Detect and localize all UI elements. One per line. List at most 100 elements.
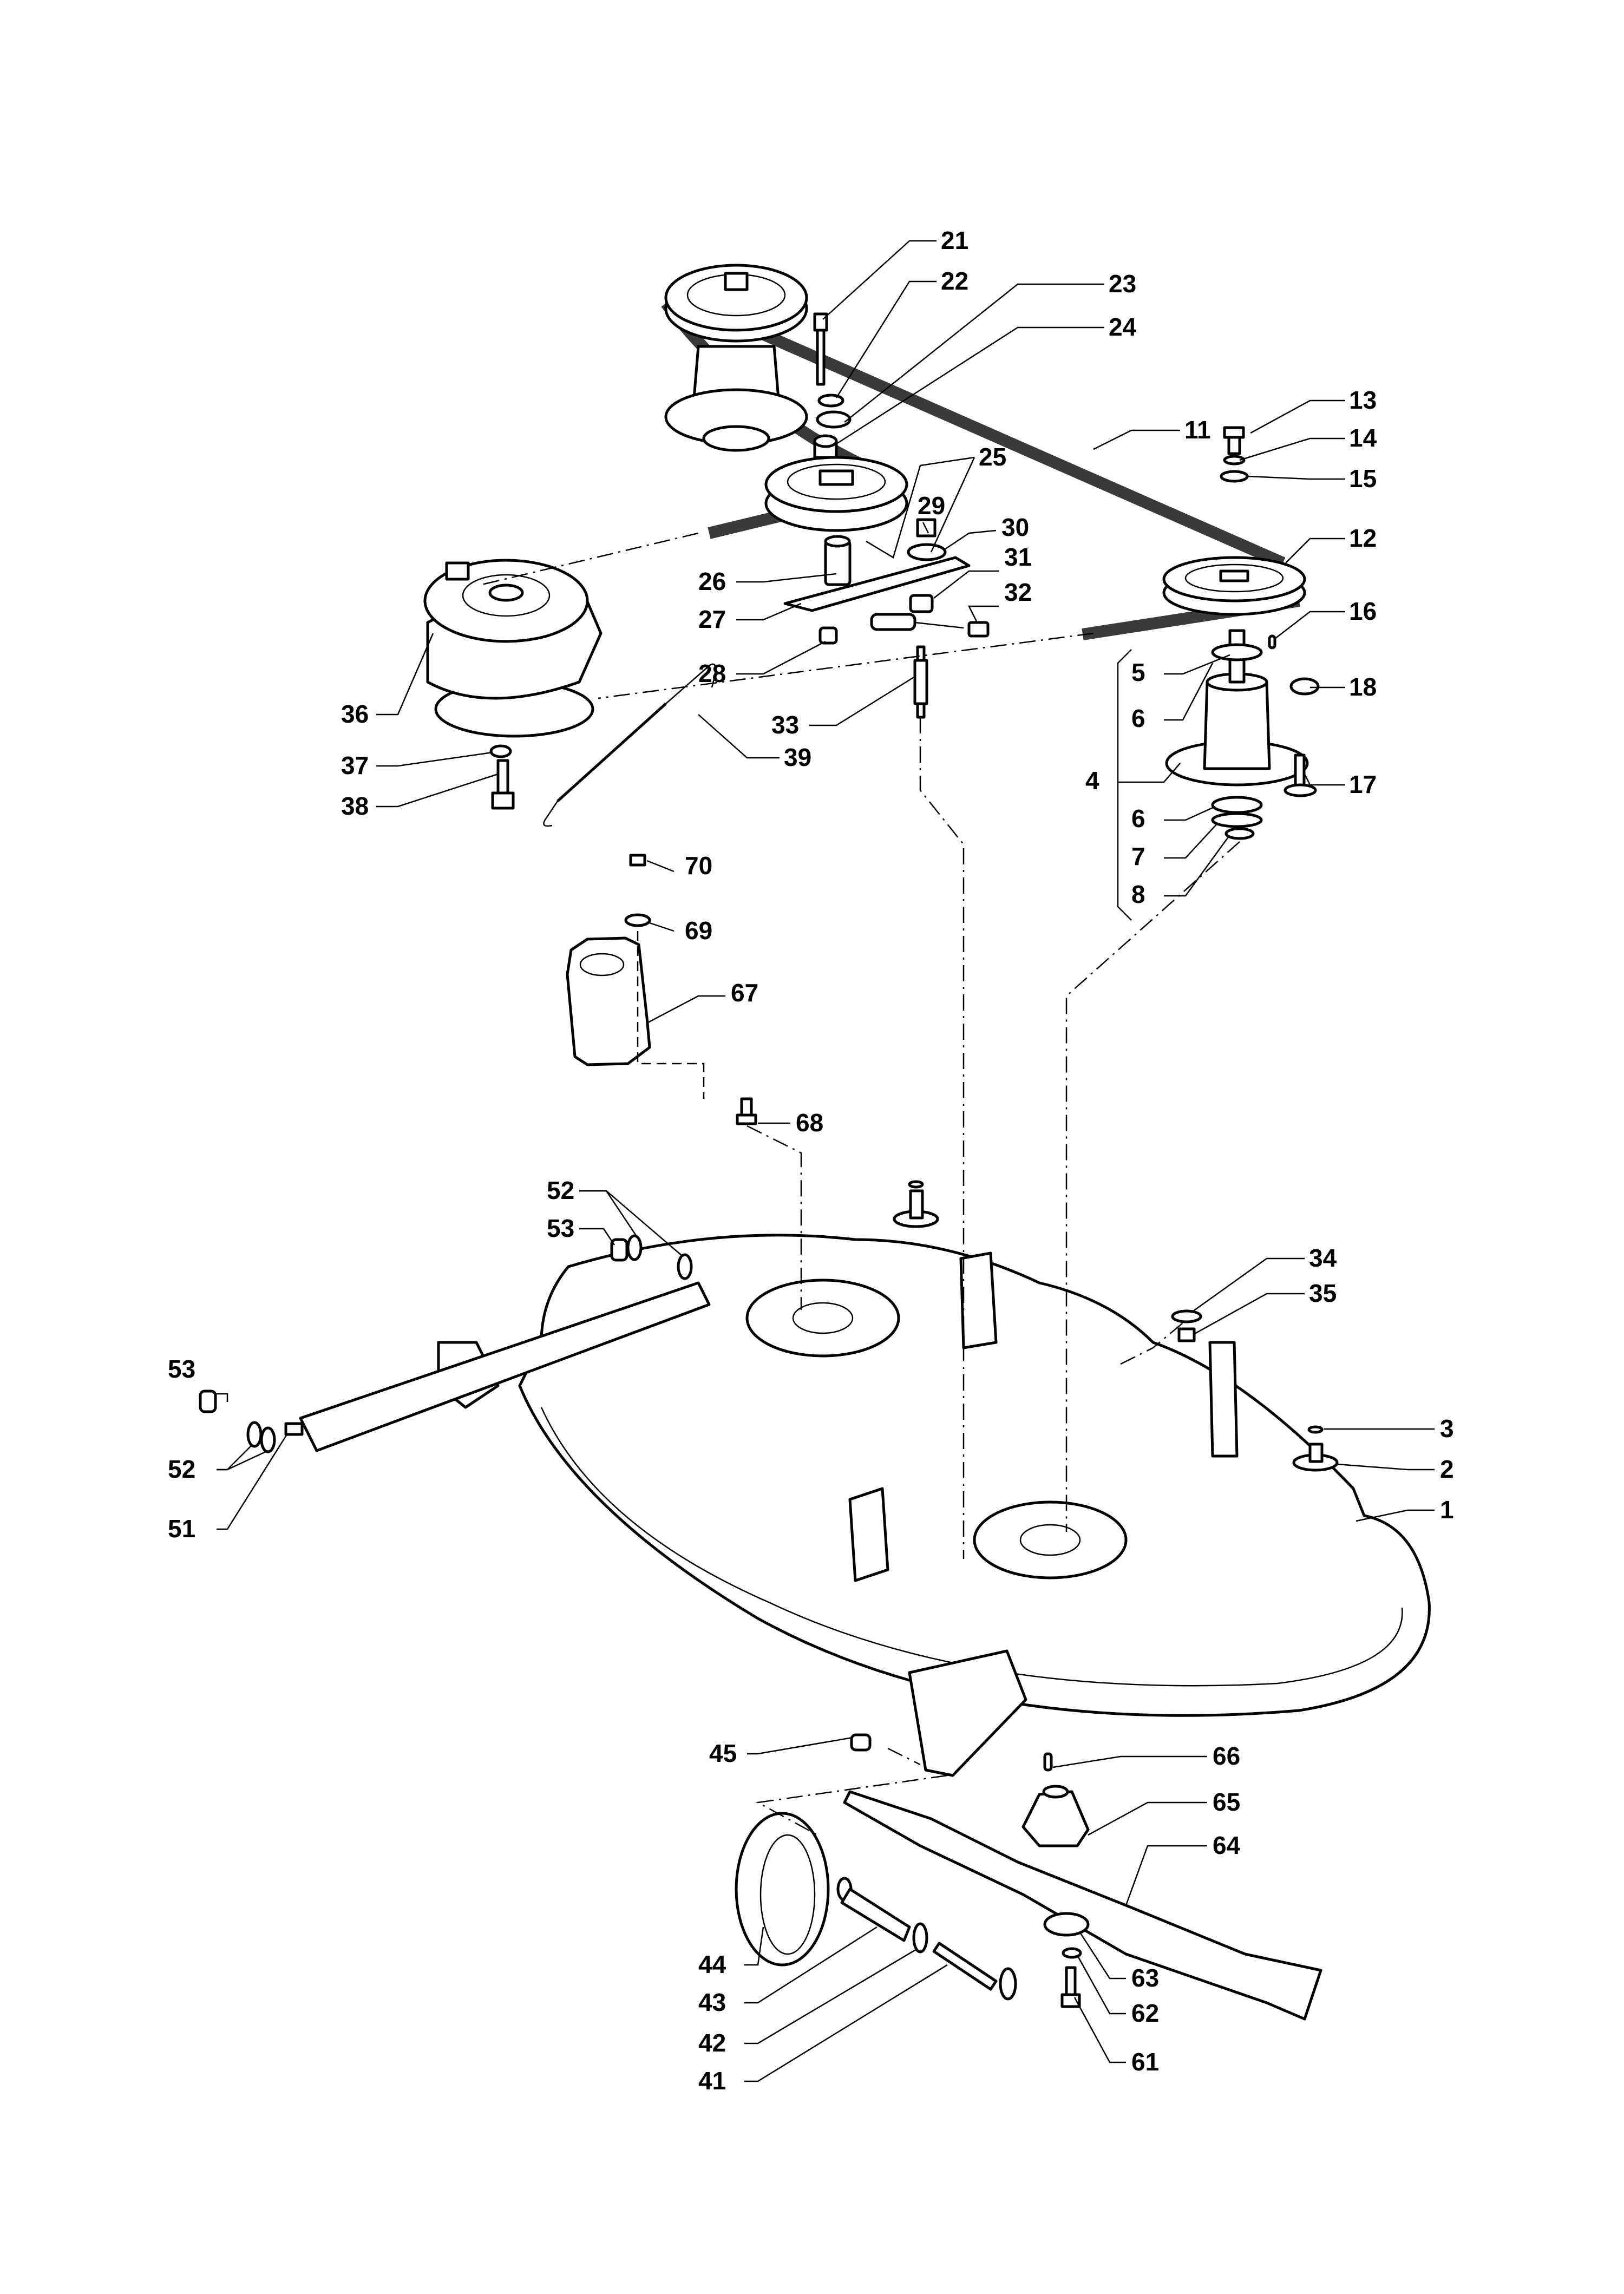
- washer-42: [912, 1922, 928, 1954]
- key-66: [1043, 1752, 1053, 1772]
- washer-7: [1211, 812, 1263, 828]
- leader-lines: [217, 240, 1435, 2082]
- callout-68: 68: [796, 1109, 823, 1137]
- callout-4: 4: [1085, 766, 1099, 795]
- callout-12: 12: [1349, 524, 1377, 552]
- bushing-28: [818, 626, 838, 645]
- bolt-17: [1284, 753, 1317, 797]
- bearing-6-upper: [1211, 643, 1263, 661]
- callout-45: 45: [709, 1739, 737, 1767]
- callout-36: 36: [341, 700, 369, 728]
- nut-53-upper: [610, 1238, 628, 1262]
- washer-69: [624, 913, 651, 927]
- nut-53-left: [199, 1389, 217, 1413]
- callout-21: 21: [941, 226, 968, 254]
- grease-fitting-2: [1292, 1443, 1339, 1472]
- blade-bolt-61: [1060, 1966, 1081, 2008]
- washer-52-upper-b: [677, 1253, 693, 1280]
- callout-8: 8: [1131, 880, 1145, 908]
- callout-14: 14: [1349, 424, 1377, 452]
- callout-44: 44: [698, 1950, 726, 1978]
- callout-28: 28: [698, 659, 726, 687]
- callout-23: 23: [1109, 270, 1136, 298]
- lock-washer-37: [489, 744, 512, 758]
- nut-18: [1289, 677, 1320, 696]
- cutting-deck-1: [437, 1234, 1431, 1717]
- callout-42: 42: [698, 2029, 726, 2057]
- bolt-38: [491, 759, 515, 810]
- stud-33: [913, 645, 928, 719]
- washer-15: [1220, 470, 1249, 483]
- callout-labels: 21 22 23 24 11 13 14 15 12 16 18 17 5 6 …: [168, 226, 1454, 2095]
- callout-66: 66: [1213, 1742, 1240, 1770]
- callout-5: 5: [1131, 658, 1145, 686]
- callout-67: 67: [731, 979, 758, 1007]
- callout-37: 37: [341, 751, 369, 779]
- callout-52-upper: 52: [547, 1176, 574, 1204]
- bracket-67-hole: [579, 953, 625, 976]
- callout-30: 30: [1001, 513, 1029, 541]
- bolt-13: [1223, 426, 1245, 455]
- callout-26: 26: [698, 567, 726, 595]
- callout-51: 51: [168, 1515, 195, 1543]
- callout-39: 39: [784, 743, 811, 771]
- spring-39: [543, 663, 716, 827]
- electric-clutch-36: [423, 559, 603, 738]
- lock-washer-62: [1062, 1947, 1082, 1959]
- callout-64: 64: [1213, 1831, 1241, 1859]
- spindle-housing-4: [1165, 672, 1309, 786]
- o-ring-3: [1307, 1425, 1324, 1434]
- callout-22: 22: [941, 267, 968, 295]
- nut-35: [1177, 1327, 1196, 1342]
- callout-53-upper: 53: [547, 1214, 574, 1242]
- washer-52-left-a: [246, 1421, 263, 1448]
- callout-1: 1: [1440, 1496, 1454, 1524]
- assembly-lines: [481, 532, 1240, 1836]
- callout-17: 17: [1349, 770, 1377, 798]
- callout-31: 31: [1004, 543, 1032, 571]
- axle-sleeve-43: [840, 1887, 911, 1942]
- callout-33: 33: [771, 711, 799, 739]
- callout-34: 34: [1309, 1244, 1337, 1272]
- bushing-31: [909, 594, 934, 613]
- callout-16: 16: [1349, 597, 1377, 625]
- callout-32: 32: [1004, 578, 1032, 606]
- callout-15: 15: [1349, 464, 1377, 493]
- callout-62: 62: [1131, 1999, 1159, 2027]
- bolt-21: [813, 312, 828, 386]
- bracket-67: [566, 936, 651, 1066]
- callout-29: 29: [918, 491, 945, 520]
- callout-43: 43: [698, 1988, 726, 2016]
- upper-spindle-pulley: [664, 264, 808, 452]
- blade-washer-63: [1043, 1912, 1090, 1937]
- roller-bracket: [908, 1649, 1027, 1777]
- callout-65: 65: [1213, 1788, 1240, 1816]
- idler-pulley-25: [764, 456, 908, 532]
- callout-53-left: 53: [168, 1355, 195, 1383]
- blade-64: [843, 1790, 1322, 2021]
- nut-45: [850, 1733, 872, 1752]
- bolt-68: [736, 1097, 757, 1125]
- callout-3: 3: [1440, 1414, 1454, 1443]
- callout-13: 13: [1349, 386, 1377, 414]
- callout-6-lower: 6: [1131, 804, 1145, 833]
- idler-arm-27: [783, 556, 971, 612]
- tension-spring-32: [870, 613, 990, 638]
- callout-27: 27: [698, 605, 726, 633]
- callout-24: 24: [1109, 313, 1137, 341]
- pulley-12: [1162, 556, 1306, 616]
- callout-70: 70: [685, 851, 712, 880]
- bearing-24: [813, 434, 838, 459]
- callout-25: 25: [979, 443, 1006, 471]
- callout-69: 69: [685, 916, 712, 945]
- washer-22: [817, 394, 844, 408]
- callout-63: 63: [1131, 1964, 1159, 1992]
- washer-34: [1171, 1309, 1202, 1323]
- blade-hub-65: [1021, 1785, 1090, 1847]
- washer-52-left-b: [260, 1426, 276, 1453]
- spacer-26: [824, 535, 852, 586]
- callout-35: 35: [1309, 1279, 1337, 1307]
- lock-washer-14: [1223, 455, 1246, 466]
- callout-41: 41: [698, 2067, 726, 2095]
